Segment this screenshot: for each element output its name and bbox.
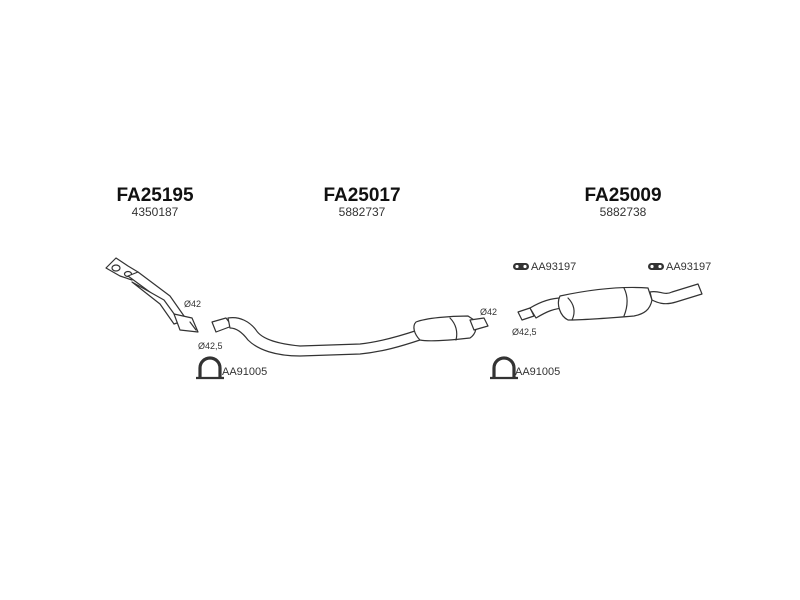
- clamp-rear-part-number: AA91005: [515, 366, 560, 378]
- rubber-hanger-right-icon: [648, 263, 664, 270]
- clamp-front-icon: [196, 356, 224, 380]
- rubber-hanger-left-icon: [513, 263, 529, 270]
- front-outlet-diameter: Ø42: [184, 299, 201, 309]
- hanger-left-part-number: AA93197: [531, 261, 576, 273]
- middle-part-number: 5882737: [339, 205, 386, 219]
- middle-pipe-drawing: [211, 315, 489, 357]
- clamp-rear-icon: [490, 356, 518, 380]
- middle-outlet-diameter: Ø42: [480, 307, 497, 317]
- rear-pipe-drawing: [517, 283, 703, 321]
- front-part-code: FA25195: [116, 185, 194, 206]
- front-pipe-drawing: [105, 257, 199, 333]
- front-part-number: 4350187: [132, 205, 179, 219]
- rear-inlet-diameter: Ø42,5: [512, 327, 537, 337]
- rear-part-code: FA25009: [584, 185, 661, 206]
- rear-part-number: 5882738: [600, 205, 647, 219]
- middle-inlet-diameter: Ø42,5: [198, 341, 223, 351]
- middle-part-code: FA25017: [323, 185, 400, 206]
- clamp-front-part-number: AA91005: [222, 366, 267, 378]
- hanger-right-part-number: AA93197: [666, 261, 711, 273]
